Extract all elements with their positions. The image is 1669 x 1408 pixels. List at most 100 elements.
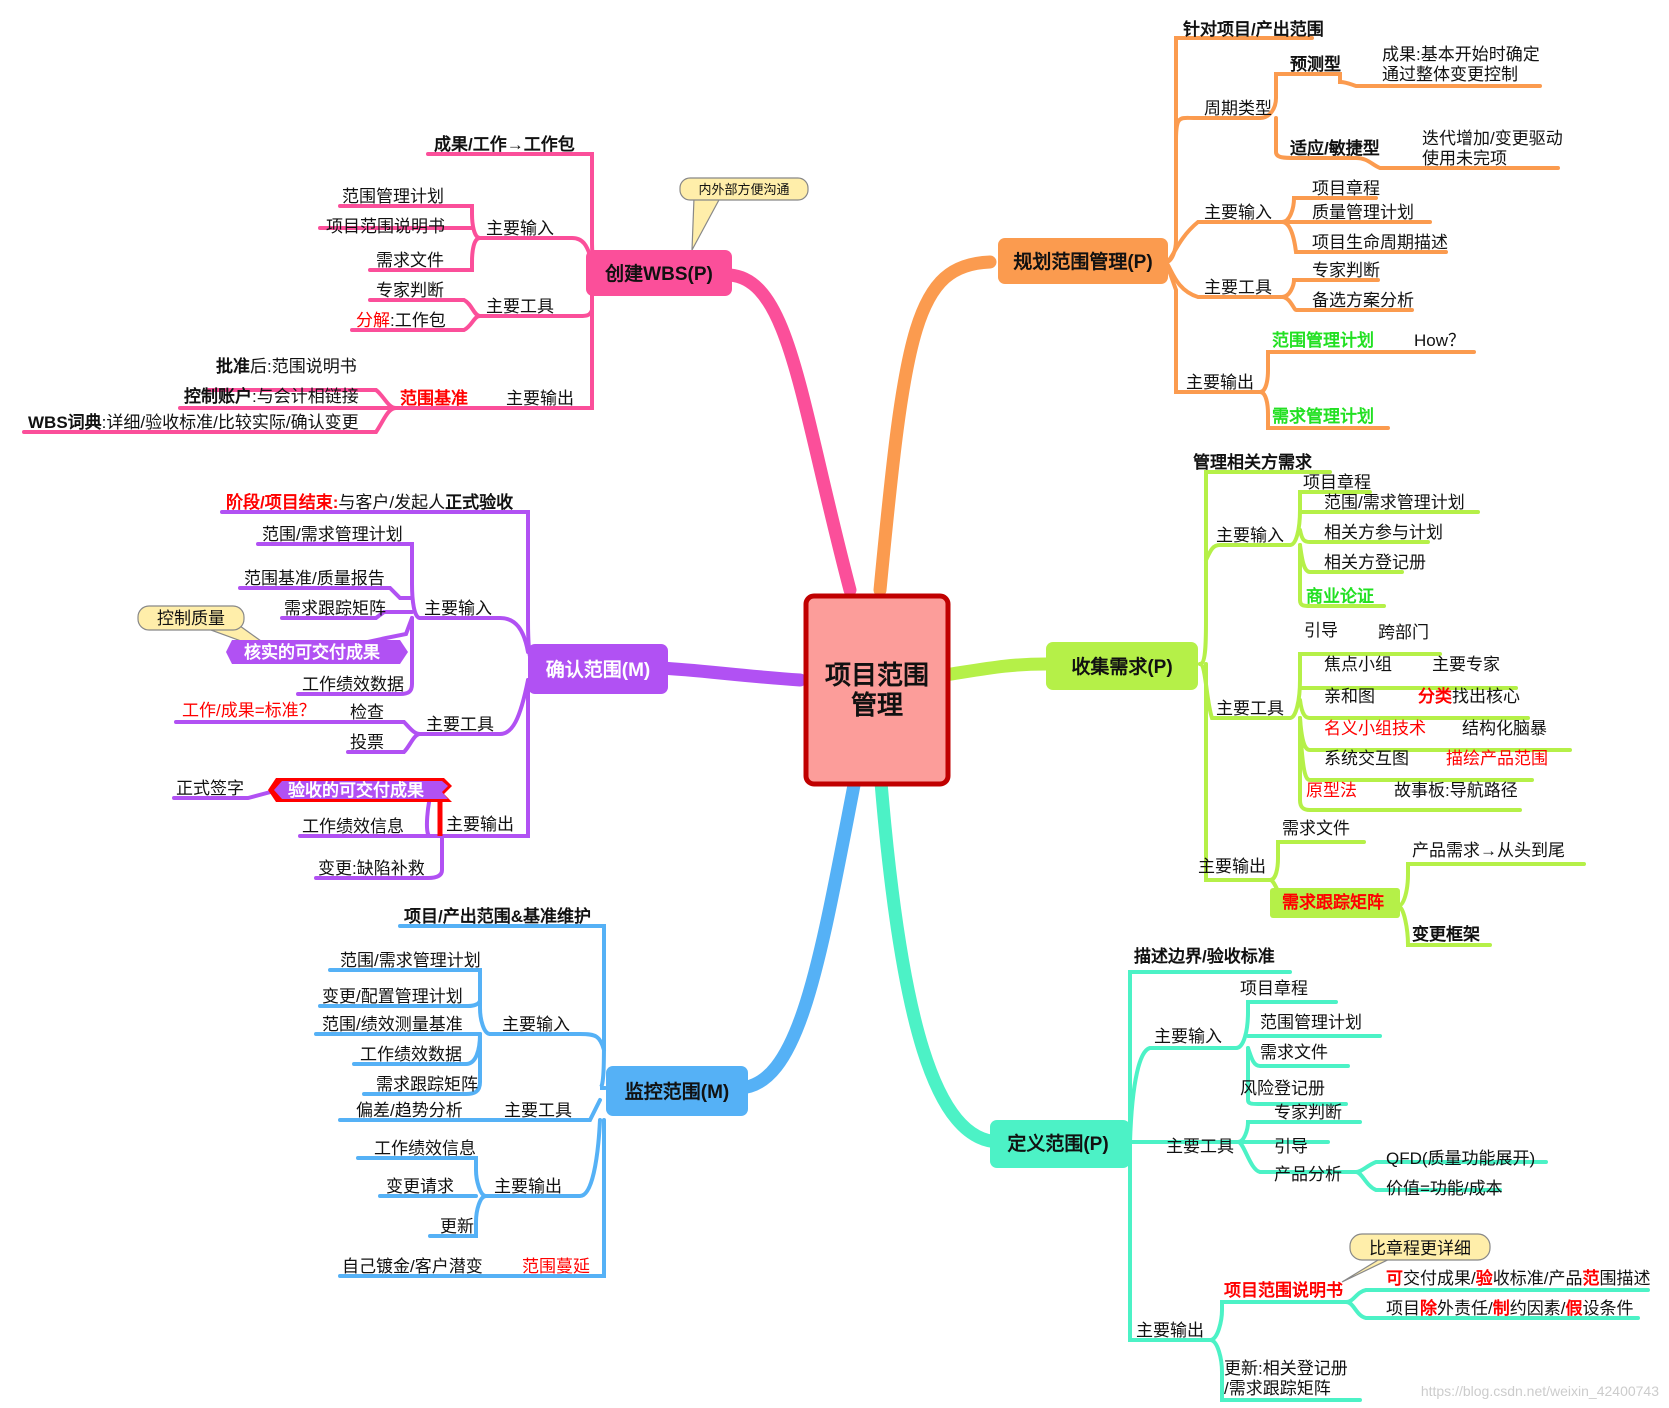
collect-in2: 范围/需求管理计划 <box>1324 493 1465 512</box>
define-o2-line1: 更新:相关登记册 <box>1224 1359 1348 1378</box>
control-in2: 变更/配置管理计划 <box>322 987 463 1006</box>
validate-in1: 范围/需求管理计划 <box>262 525 403 544</box>
plan-tools: 主要工具 <box>1204 278 1272 297</box>
collect-in4: 相关方登记册 <box>1324 553 1426 572</box>
wbs-b2: 控制账户:与会计相链接 <box>184 386 359 406</box>
wbs-input: 主要输入 <box>486 219 554 238</box>
collect-o1: 需求文件 <box>1282 819 1350 838</box>
control-o2: 变更请求 <box>386 1177 454 1196</box>
control-o1: 工作绩效信息 <box>374 1139 476 1158</box>
validate-title[interactable]: 确认范围(M) <box>546 658 650 681</box>
define-o1-b-2: 外责任/ <box>1437 1299 1493 1318</box>
control-target: 项目/产出范围&基准维护 <box>404 906 591 926</box>
define-t3-note2: 价值=功能/成本 <box>1386 1179 1503 1198</box>
topic-box-collect[interactable] <box>1046 642 1198 690</box>
define-o1-detail-b: 项目除外责任/制约因素/假设条件 <box>1386 1298 1633 1318</box>
wbs-t2: 分解:工作包 <box>356 311 446 330</box>
validate-in4: 核实的可交付成果 <box>244 642 380 662</box>
wbs-output: 主要输出 <box>506 389 574 408</box>
topic-box-control[interactable] <box>606 1066 748 1116</box>
validate-branch-lines <box>172 510 538 880</box>
plan-o1-note: How？ <box>1414 331 1465 350</box>
define-o1-a-4: 范 <box>1582 1268 1599 1288</box>
collect-t-guide: 引导 <box>1304 621 1338 640</box>
control-branch-lines <box>314 924 607 1278</box>
define-o1-a-3: 收标准/产品 <box>1493 1269 1583 1288</box>
collect-o2-note2: 变更框架 <box>1412 924 1480 944</box>
branch-plan <box>873 255 997 597</box>
collect-tools: 主要工具 <box>1216 699 1284 718</box>
define-target: 描述边界/验收标准 <box>1134 946 1275 966</box>
wbs-in3: 需求文件 <box>376 251 444 270</box>
plan-adap-note1: 迭代增加/变更驱动 <box>1422 129 1563 148</box>
wbs-baseline: 范围基准 <box>400 388 468 408</box>
define-t3-note1: QFD(质量功能展开) <box>1386 1149 1535 1168</box>
topic-box-validate[interactable] <box>528 644 668 694</box>
collect-t-affinity-note: 找出核心 <box>1452 687 1520 706</box>
control-in4: 工作绩效数据 <box>360 1045 462 1064</box>
center-node[interactable] <box>803 593 951 787</box>
wbs-b2-bold: 控制账户 <box>184 386 252 406</box>
wbs-in2: 项目范围说明书 <box>326 217 445 236</box>
define-title[interactable]: 定义范围(P) <box>1007 1132 1108 1155</box>
topic-box-plan[interactable] <box>998 238 1168 284</box>
define-in3: 需求文件 <box>1260 1043 1328 1062</box>
validate-input: 主要输入 <box>424 599 492 618</box>
validate-t2: 投票 <box>350 733 384 752</box>
validate-t1: 检查 <box>350 703 384 722</box>
branch-collect <box>938 657 1053 682</box>
control-o3: 更新 <box>440 1217 474 1236</box>
wbs-title[interactable]: 创建WBS(P) <box>604 262 713 285</box>
collect-t-guide-note: 跨部门 <box>1378 623 1429 642</box>
validate-target-red: 阶段/项目结束: <box>226 492 338 512</box>
plan-pred-note1: 成果:基本开始时确定 <box>1382 45 1540 64</box>
callout-define <box>1341 1233 1491 1283</box>
wbs-callout-text: 内外部方便沟通 <box>698 182 789 197</box>
control-input: 主要输入 <box>502 1015 570 1034</box>
wbs-b3: WBS词典:详细/验收标准/比较实际/确认变更 <box>28 412 359 432</box>
define-o1-b-0: 项目 <box>1386 1299 1420 1318</box>
collect-in1: 项目章程 <box>1303 473 1371 492</box>
collect-in5: 商业论证 <box>1306 586 1374 606</box>
topic-box-wbs[interactable] <box>586 250 732 296</box>
define-o2-line2: /需求跟踪矩阵 <box>1224 1379 1331 1398</box>
plan-adaptive: 适应/敏捷型 <box>1290 138 1380 158</box>
define-input: 主要输入 <box>1154 1027 1222 1046</box>
wbs-target: 成果/工作→工作包 <box>434 134 575 154</box>
validate-target-bold: 正式验收 <box>445 492 513 512</box>
highlight-validate-in4 <box>226 640 408 664</box>
wbs-b1: 批准后:范围说明书 <box>216 356 357 376</box>
collect-input: 主要输入 <box>1216 526 1284 545</box>
plan-output: 主要输出 <box>1186 373 1254 392</box>
define-o1-b-1: 除 <box>1420 1298 1438 1318</box>
branch-control <box>733 773 862 1095</box>
control-creep: 范围蔓延 <box>522 1257 590 1276</box>
validate-target-mid: 与客户/发起人 <box>338 493 445 512</box>
wbs-t2-rest: :工作包 <box>390 311 446 330</box>
validate-callout-text: 控制质量 <box>157 609 225 628</box>
control-t1: 偏差/趋势分析 <box>356 1101 463 1120</box>
center-title-line2: 管理 <box>851 690 903 720</box>
wbs-b1-bold: 批准 <box>216 356 250 376</box>
define-t1: 专家判断 <box>1274 1103 1342 1122</box>
plan-title[interactable]: 规划范围管理(P) <box>1013 250 1152 273</box>
collect-title[interactable]: 收集需求(P) <box>1071 655 1172 678</box>
validate-o3: 变更:缺陷补救 <box>318 859 425 878</box>
branch-validate <box>653 661 807 687</box>
define-o1-detail-a: 可交付成果/验收标准/产品范围描述 <box>1386 1268 1650 1288</box>
define-o1: 项目范围说明书 <box>1224 1280 1343 1300</box>
collect-t-nominal: 名义小组技术 <box>1324 719 1426 738</box>
wbs-b2-rest: :与会计相链接 <box>252 387 359 406</box>
validate-o1: 验收的可交付成果 <box>288 780 424 800</box>
define-o1-a-5: 围描述 <box>1599 1269 1650 1288</box>
callout-wbs <box>679 177 809 251</box>
collect-in3: 相关方参与计划 <box>1324 523 1443 542</box>
define-callout-text: 比章程更详细 <box>1369 1239 1471 1258</box>
control-title[interactable]: 监控范围(M) <box>625 1080 729 1103</box>
define-branch-lines <box>1128 970 1650 1402</box>
topic-box-define[interactable] <box>990 1120 1130 1168</box>
wbs-t2-red: 分解 <box>356 311 390 330</box>
validate-o1-note: 正式签字 <box>176 779 244 798</box>
validate-in3: 需求跟踪矩阵 <box>284 599 386 618</box>
